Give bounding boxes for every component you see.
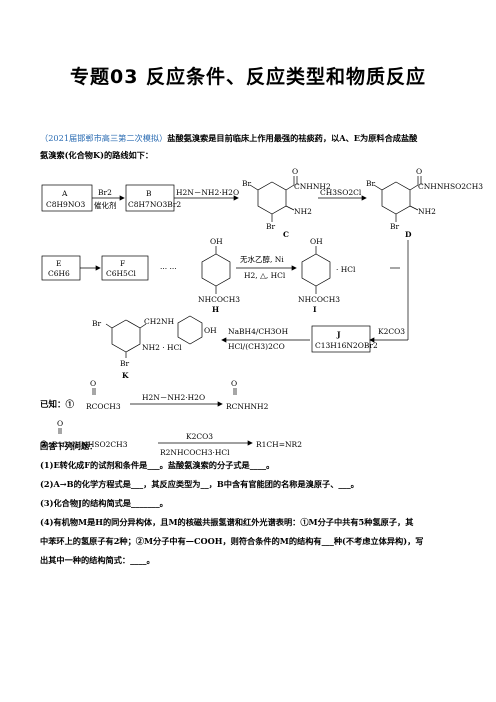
question-4c: 出其中一种的结构简式：____。	[40, 555, 155, 565]
d-group: CNHNHSO2CH3	[418, 182, 483, 191]
known-2-label: ②	[40, 440, 48, 450]
ring-d	[381, 181, 411, 215]
i-nhcoch3: NHCOCH3	[298, 295, 340, 304]
ring-k-cyclohexane	[177, 315, 203, 345]
ring-h	[201, 253, 231, 287]
known-1-o-left: O	[90, 379, 96, 388]
question-4a: (4)有机物M是H的同分异构体，且M的核磁共振氢谱和红外光谱表明：①M分子中共有…	[40, 517, 414, 527]
box-j	[311, 325, 371, 353]
ring-i	[301, 253, 331, 287]
intro-text-1: 盐酸氨溴索是目前临床上作用最强的祛痰药，以A、E为原料合成盐酸	[167, 133, 418, 143]
b-formula: C8H7NO3Br2	[128, 200, 181, 209]
j-formula: C13H16N2OBr2	[315, 341, 378, 350]
a-label: A	[61, 189, 68, 198]
d-br-2: Br	[390, 222, 400, 231]
dots: ··· ···	[160, 264, 177, 273]
ring-c	[257, 181, 287, 215]
e-formula: C6H6	[48, 269, 70, 278]
k-br-2: Br	[120, 359, 130, 368]
arrow-ab-bottom: 催化剂	[94, 200, 117, 210]
f-label: F	[120, 259, 125, 268]
known-2-reagent-bottom: R2NHCOCH3·HCl	[160, 448, 230, 457]
f-formula: C6H5Cl	[106, 269, 137, 278]
d-nh2: NH2	[418, 207, 436, 216]
i-label: I	[313, 305, 317, 314]
known-1-right: RCNHNH2	[226, 402, 269, 411]
known-label: 已知：①	[40, 400, 75, 410]
h-label: H	[212, 305, 219, 314]
known-2-left: R1CNHNHSO2CH3	[52, 440, 128, 449]
intro-paragraph: （2021届邯郸市高三第二次模拟）盐酸氨溴索是目前临床上作用最强的祛痰药，以A、…	[40, 130, 460, 164]
reagent-jk-2: HCl/(CH3)2CO	[228, 342, 285, 351]
a-formula: C8H9NO3	[46, 200, 86, 209]
c-br-1: Br	[242, 179, 252, 188]
arrow-ab-top: Br2	[98, 188, 112, 197]
c-o: O	[292, 167, 298, 176]
j-label: J	[336, 330, 341, 339]
question-3: (3)化合物J的结构简式是_______。	[40, 498, 168, 508]
reagent-hi-1: 无水乙醇, Ni	[240, 254, 284, 264]
c-label: C	[283, 230, 289, 239]
page-title: 专题03 反应条件、反应类型和物质反应	[69, 66, 427, 88]
known-1-left: RCOCH3	[86, 402, 121, 411]
question-2: (2)A→B的化学方程式是___，其反应类型为__，B中含有官能团的名称是溴原子…	[40, 479, 359, 489]
source-label: （2021届邯郸市高三第二次模拟）	[40, 133, 168, 143]
known-2-right: R1CH=NR2	[256, 440, 302, 449]
k-side: CH2NH	[144, 317, 175, 326]
known-2-o: O	[57, 419, 63, 428]
k-label: K	[122, 371, 129, 380]
known-1-o-right: O	[231, 379, 237, 388]
reagent-jk-1: NaBH4/CH3OH	[228, 327, 289, 336]
e-label: E	[56, 259, 61, 268]
i-oh: OH	[310, 237, 323, 246]
questions-intro: 回答下列问题：	[40, 441, 98, 451]
k-nh2hcl: NH2 · HCl	[142, 343, 182, 352]
question-4b: 中苯环上的氢原子有2种；②M分子中有—COOH，则符合条件的M的结构有___种(…	[40, 536, 424, 546]
h-oh: OH	[210, 237, 223, 246]
i-hcl: · HCl	[336, 265, 356, 274]
k-oh: OH	[204, 326, 217, 335]
intro-text-2: 氨溴索(化合物K)的路线如下：	[40, 150, 154, 160]
question-1: (1)E转化成F的试剂和条件是___。盐酸氨溴索的分子式是____。	[40, 460, 275, 470]
b-label: B	[146, 189, 152, 198]
c-nh2: NH2	[294, 207, 312, 216]
questions-section: 回答下列问题： (1)E转化成F的试剂和条件是___。盐酸氨溴索的分子式是___…	[40, 437, 460, 570]
c-group: CNHNH2	[294, 182, 331, 191]
h-nhcoch3: NHCOCH3	[198, 295, 240, 304]
c-br-2: Br	[266, 222, 276, 231]
reagent-bc: H2N－NH2·H2O	[176, 188, 239, 197]
d-label: D	[405, 230, 412, 239]
d-br-1: Br	[366, 179, 376, 188]
d-o: O	[416, 167, 422, 176]
box-f	[101, 255, 149, 281]
reagent-cd: CH3SO2Cl	[320, 188, 362, 197]
known-2-reagent-top: K2CO3	[186, 432, 213, 441]
ring-k-benzene	[111, 319, 141, 353]
known-1-reagent: H2N－NH2·H2O	[142, 393, 205, 402]
reagent-hi-2: H2, △, HCl	[244, 271, 286, 280]
k-br-1: Br	[92, 319, 102, 328]
reagent-dj: K2CO3	[378, 327, 405, 336]
